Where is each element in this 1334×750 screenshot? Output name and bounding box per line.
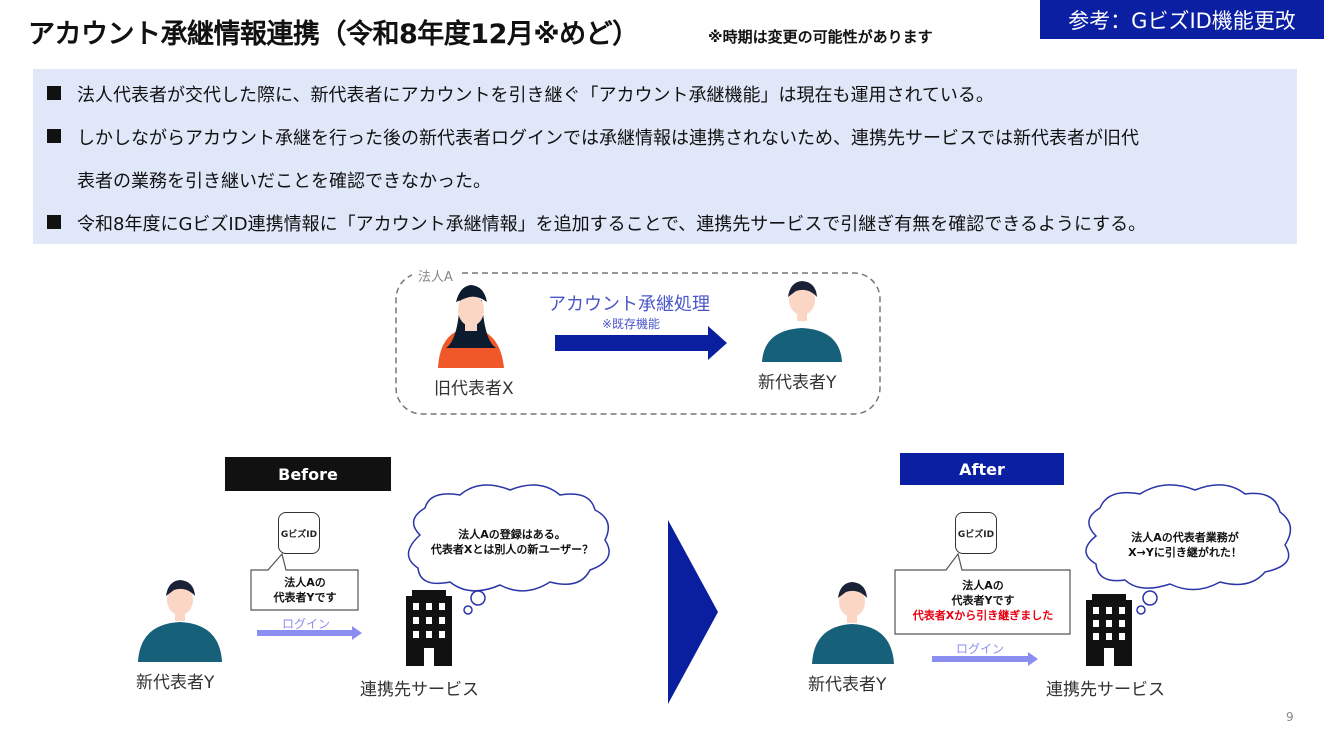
before-login-arrow — [257, 626, 362, 640]
summary-bullet: 令和8年度にGビズID連携情報に「アカウント承継情報」を追加することで、連携先サ… — [47, 213, 1146, 237]
process-sublabel: ※既存機能 — [602, 317, 661, 331]
succession-highlight: 代表者Xから引き継ぎました — [912, 609, 1054, 622]
before-speech-text: 法人Aの 代表者Yです — [273, 576, 337, 604]
after-label: After — [900, 453, 1064, 485]
new-representative-icon — [762, 281, 842, 362]
group-label: 法人A — [418, 270, 453, 285]
after-login-arrow — [932, 652, 1038, 666]
before-speech-bubble — [250, 552, 359, 611]
summary-bullet: しかしながらアカウント承継を行った後の新代表者ログインでは承継情報は連携されない… — [47, 127, 1139, 151]
after-speech-bubble — [894, 552, 1071, 635]
process-label: アカウント承継処理 — [548, 294, 710, 315]
before-label: Before — [225, 457, 391, 491]
summary-bullet-continuation: 表者の業務を引き継いだことを確認できなかった。 — [77, 171, 491, 192]
before-service-label: 連携先サービス — [360, 680, 479, 700]
square-bullet-icon — [47, 129, 61, 143]
page-title: アカウント承継情報連携（令和8年度12月※めど） — [28, 19, 639, 50]
before-thought-text: 法人Aの登録はある。 代表者Xとは別人の新ユーザー？ — [430, 528, 594, 556]
after-speech-text: 法人Aの 代表者Yです 代表者Xから引き継ぎました — [896, 578, 1070, 623]
before-building-icon — [406, 590, 452, 666]
after-gbizid-icon: GビズID — [955, 512, 997, 554]
succession-arrow — [555, 326, 727, 360]
before-user-label: 新代表者Y — [136, 673, 215, 693]
reference-badge: 参考：GビズID機能更改 — [1040, 0, 1324, 39]
after-login-label: ログイン — [956, 642, 1005, 656]
group-label-mask — [412, 265, 462, 281]
before-after-chevron — [668, 520, 718, 704]
after-user-icon — [812, 582, 894, 664]
new-representative-label: 新代表者Y — [758, 373, 837, 393]
old-representative-label: 旧代表者X — [434, 379, 514, 399]
before-thought-cloud — [407, 484, 610, 615]
page-number: 9 — [1286, 710, 1294, 724]
after-user-label: 新代表者Y — [808, 675, 887, 695]
summary-box: 法人代表者が交代した際に、新代表者にアカウントを引き継ぐ「アカウント承継機能」は… — [33, 69, 1297, 244]
after-service-label: 連携先サービス — [1046, 680, 1165, 700]
before-login-label: ログイン — [282, 617, 331, 631]
summary-bullet: 法人代表者が交代した際に、新代表者にアカウントを引き継ぐ「アカウント承継機能」は… — [47, 84, 994, 108]
square-bullet-icon — [47, 86, 61, 100]
before-gbizid-icon: GビズID — [278, 512, 320, 554]
after-thought-text: 法人Aの代表者業務が X→Yに引き継がれた！ — [1128, 531, 1242, 559]
old-representative-icon — [438, 285, 504, 368]
schedule-note: ※時期は変更の可能性があります — [708, 28, 933, 46]
after-building-icon — [1086, 594, 1132, 666]
square-bullet-icon — [47, 215, 61, 229]
before-user-icon — [138, 580, 222, 662]
corporation-group-border — [395, 272, 881, 415]
after-thought-cloud — [1085, 484, 1292, 615]
